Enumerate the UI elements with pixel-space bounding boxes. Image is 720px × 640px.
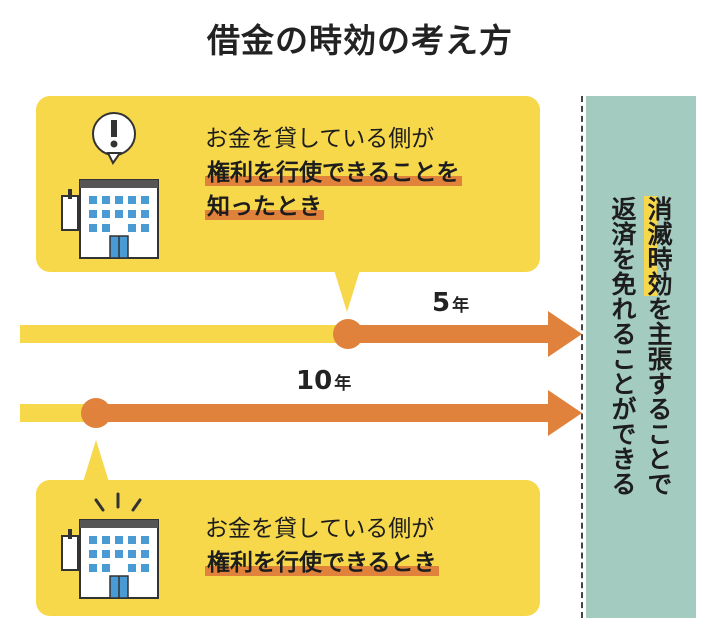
time-limit-dashed-line <box>581 96 583 618</box>
bottom-bubble-line2: 権利を行使できるとき <box>205 550 439 576</box>
result-panel <box>586 96 696 618</box>
exclamation-bubble-icon <box>92 112 136 165</box>
five-year-unit: 年 <box>452 296 470 316</box>
bank-building-icon-bottom <box>61 519 159 599</box>
timeline-bar-ten-yellow <box>20 404 100 422</box>
start-point-ten <box>81 398 111 428</box>
emphasis-lines-icon <box>94 492 142 512</box>
ten-year-number: 10 <box>296 366 333 396</box>
five-year-number: 5 <box>432 288 451 318</box>
result-line1: 消滅時効を主張することで <box>640 196 676 496</box>
arrow-head-ten <box>548 390 582 436</box>
bank-building-icon <box>61 179 159 259</box>
speech-bubble-tail-top <box>334 270 360 312</box>
top-bubble-line1: お金を貸している側が <box>205 126 435 152</box>
result-line2: 返済を免れることができる <box>608 196 637 496</box>
timeline-bar-five-orange <box>350 325 550 343</box>
arrow-head-five <box>548 311 582 357</box>
bottom-bubble-line1: お金を貸している側が <box>205 516 435 542</box>
bottom-bubble-text: お金を貸している側が 権利を行使できるとき <box>205 512 439 580</box>
top-bubble-text: お金を貸している側が 権利を行使できることを 知ったとき <box>205 122 462 224</box>
top-bubble-line3: 知ったとき <box>205 194 324 220</box>
ten-year-unit: 年 <box>334 374 352 394</box>
result-highlight: 消滅時効 <box>644 196 673 296</box>
speech-bubble-tail-bottom <box>83 440 109 482</box>
page-title: 借金の時効の考え方 <box>207 21 513 60</box>
timeline-bar-five-yellow <box>20 325 350 343</box>
start-point-five <box>333 319 363 349</box>
timeline-bar-ten-orange <box>96 404 550 422</box>
result-line1-rest: を主張することで <box>644 296 673 496</box>
top-bubble-line2: 権利を行使できることを <box>205 160 462 186</box>
